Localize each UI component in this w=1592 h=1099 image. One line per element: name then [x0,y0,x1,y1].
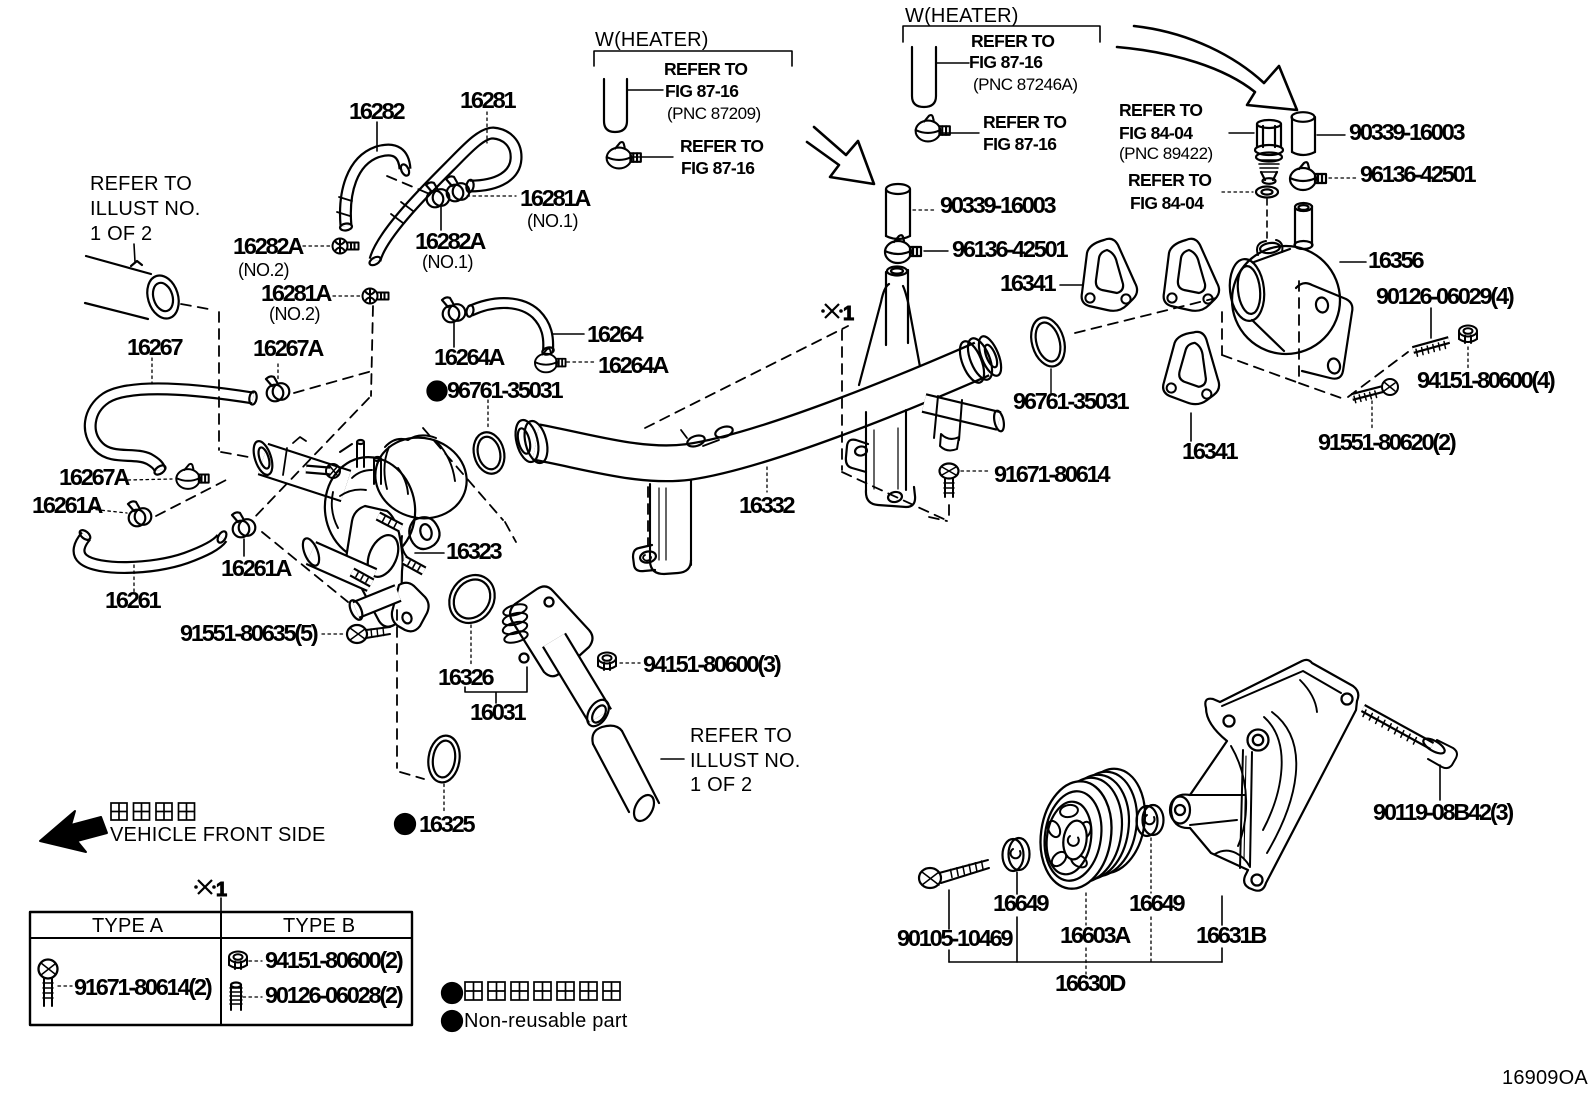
svg-text:FIG 87-16: FIG 87-16 [983,134,1057,154]
svg-text:REFER TO: REFER TO [664,59,747,79]
svg-text:REFER TO: REFER TO [971,31,1054,51]
svg-text:(PNC 87209): (PNC 87209) [667,104,761,123]
svg-text:96136-42501: 96136-42501 [1360,161,1476,187]
svg-text:16332: 16332 [739,492,795,518]
svg-text:16325: 16325 [419,811,475,837]
svg-text:16603A: 16603A [1060,922,1131,948]
svg-text:90105-10469: 90105-10469 [897,925,1013,951]
svg-text:16909OA: 16909OA [1502,1067,1588,1089]
svg-text:16282: 16282 [349,98,405,124]
svg-text:W(HEATER): W(HEATER) [595,29,709,51]
svg-text:94151-80600(3): 94151-80600(3) [643,651,781,677]
svg-text:REFER TO: REFER TO [983,112,1066,132]
svg-text:Non-reusable part: Non-reusable part [464,1010,628,1032]
svg-text:(NO.1): (NO.1) [422,252,473,272]
svg-text:16341: 16341 [1000,270,1056,296]
svg-text:96761-35031: 96761-35031 [447,377,563,403]
svg-text:94151-80600(2): 94151-80600(2) [265,947,403,973]
svg-text:FIG 87-16: FIG 87-16 [681,158,755,178]
svg-text:96761-35031: 96761-35031 [1013,388,1129,414]
svg-text:VEHICLE FRONT SIDE: VEHICLE FRONT SIDE [110,824,326,846]
svg-text:91671-80614(2): 91671-80614(2) [74,974,212,1000]
svg-text:(NO.1): (NO.1) [527,211,578,231]
svg-text:16356: 16356 [1368,247,1424,273]
svg-text:16264A: 16264A [434,344,505,370]
svg-text:16267A: 16267A [253,335,324,361]
svg-text:16264: 16264 [587,321,643,347]
svg-text:FIG 84-04: FIG 84-04 [1119,123,1193,143]
svg-text:96136-42501: 96136-42501 [952,236,1068,262]
svg-text:90126-06028(2): 90126-06028(2) [265,982,403,1008]
svg-text:REFER TO: REFER TO [680,136,763,156]
svg-text:16031: 16031 [470,699,526,725]
svg-text:16267A: 16267A [59,464,130,490]
svg-text:16281A: 16281A [261,280,332,306]
svg-text:TYPE A: TYPE A [92,915,164,937]
svg-text:16261A: 16261A [221,555,292,581]
svg-text:16264A: 16264A [598,352,669,378]
svg-text:REFER TO: REFER TO [1128,170,1211,190]
svg-text:(PNC 87246A): (PNC 87246A) [973,75,1078,94]
svg-text:FIG 84-04: FIG 84-04 [1130,193,1204,213]
svg-text:16649: 16649 [1129,890,1185,916]
svg-text:REFER TO: REFER TO [690,725,792,747]
svg-text:16631B: 16631B [1196,922,1266,948]
svg-text:1: 1 [216,879,227,901]
svg-text:94151-80600(4): 94151-80600(4) [1417,367,1555,393]
svg-text:16323: 16323 [446,538,502,564]
svg-text:ILLUST NO.: ILLUST NO. [90,198,201,220]
svg-text:90339-16003: 90339-16003 [940,192,1056,218]
svg-text:ILLUST NO.: ILLUST NO. [690,750,801,772]
svg-text:W(HEATER): W(HEATER) [905,5,1019,27]
svg-text:16630D: 16630D [1055,970,1125,996]
svg-text:FIG 87-16: FIG 87-16 [665,81,739,101]
svg-text:REFER TO: REFER TO [1119,100,1202,120]
svg-text:16267: 16267 [127,334,183,360]
svg-text:(NO.2): (NO.2) [269,304,320,324]
svg-text:91551-80635(5): 91551-80635(5) [180,620,318,646]
svg-text:1 OF 2: 1 OF 2 [90,223,152,245]
svg-text:90119-08B42(3): 90119-08B42(3) [1373,799,1513,825]
svg-text:FIG 87-16: FIG 87-16 [969,52,1043,72]
svg-text:REFER TO: REFER TO [90,173,192,195]
svg-text:16649: 16649 [993,890,1049,916]
svg-text:16341: 16341 [1182,438,1238,464]
svg-text:16282A: 16282A [415,228,486,254]
svg-text:TYPE B: TYPE B [283,915,355,937]
svg-text:16282A: 16282A [233,233,304,259]
svg-text:16281: 16281 [460,87,516,113]
svg-text:16261: 16261 [105,587,161,613]
svg-text:16281A: 16281A [520,185,591,211]
svg-text:91671-80614: 91671-80614 [994,461,1110,487]
svg-text:1: 1 [843,303,854,325]
svg-text:1 OF 2: 1 OF 2 [690,774,752,796]
svg-text:(PNC 89422): (PNC 89422) [1119,144,1213,163]
svg-text:90339-16003: 90339-16003 [1349,119,1465,145]
svg-text:16326: 16326 [438,664,494,690]
svg-text:(NO.2): (NO.2) [238,260,289,280]
svg-text:16261A: 16261A [32,492,103,518]
svg-text:91551-80620(2): 91551-80620(2) [1318,429,1456,455]
svg-text:90126-06029(4): 90126-06029(4) [1376,283,1514,309]
